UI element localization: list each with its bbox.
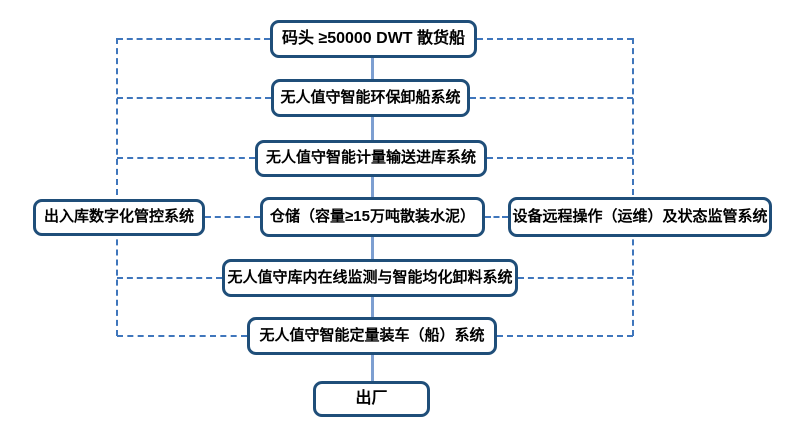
dashed-branch-row4-right: [485, 216, 508, 218]
connector-loading-exit: [371, 354, 374, 382]
node-remote-operation-system: 设备远程操作（运维）及状态监管系统: [508, 197, 772, 237]
node-dock: 码头 ≥50000 DWT 散货船: [270, 20, 477, 58]
node-conveying-system: 无人值守智能计量输送进库系统: [255, 140, 487, 177]
dashed-branch-row5-right: [518, 277, 633, 279]
dashed-branch-row3-right: [487, 157, 633, 159]
connector-dock-unloading: [371, 57, 374, 80]
node-warehouse-management-system: 出入库数字化管控系统: [33, 199, 205, 236]
dashed-branch-row6-right: [497, 335, 633, 337]
dashed-branch-row2-right: [470, 97, 633, 99]
dashed-branch-row5-left: [117, 277, 222, 279]
dashed-branch-row3-left: [117, 157, 255, 159]
dashed-branch-row6-left: [117, 335, 247, 337]
node-unloading-system: 无人值守智能环保卸船系统: [271, 79, 470, 117]
dashed-branch-row1-right: [477, 38, 633, 40]
dashed-branch-row1-left: [117, 38, 270, 40]
node-exit: 出厂: [313, 381, 430, 417]
left-bus-dashed-line: [116, 38, 118, 336]
node-storage: 仓储（容量≥15万吨散装水泥）: [260, 197, 485, 237]
node-loading-system: 无人值守智能定量装车（船）系统: [247, 317, 497, 355]
connector-conveying-storage: [371, 176, 374, 198]
node-monitoring-system: 无人值守库内在线监测与智能均化卸料系统: [222, 259, 518, 297]
connector-unloading-conveying: [371, 116, 374, 141]
connector-monitoring-loading: [371, 296, 374, 318]
dashed-branch-row4-left: [205, 216, 260, 218]
dashed-branch-row2-left: [117, 97, 271, 99]
connector-storage-monitoring: [371, 236, 374, 260]
right-bus-dashed-line: [632, 38, 634, 336]
